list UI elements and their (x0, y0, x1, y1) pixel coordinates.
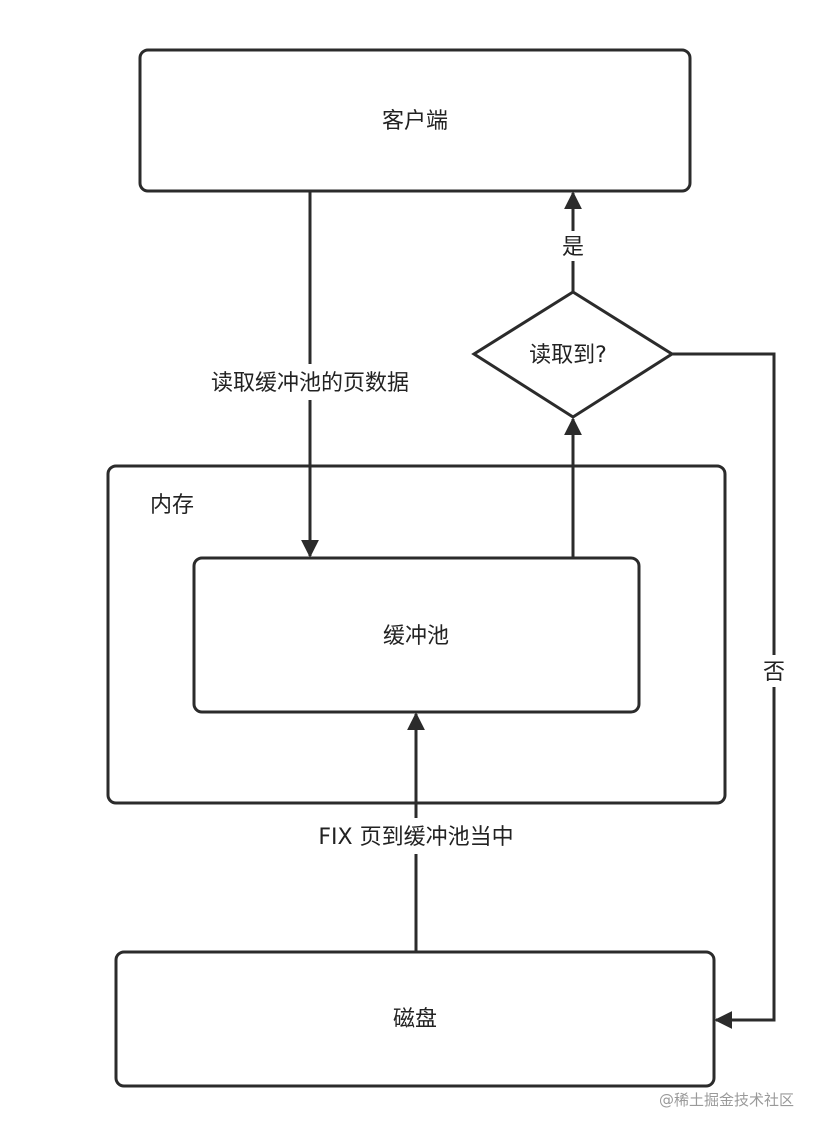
buffer-pool-node[interactable]: 缓冲池 (192, 556, 641, 714)
edge-disk-to-buffer-label: FIX 页到缓冲池当中 (318, 825, 513, 850)
edge-client-to-buffer: 读取缓冲池的页数据 (188, 191, 432, 558)
buffer-pool-label: 缓冲池 (383, 624, 449, 649)
edge-decision-no-label: 否 (763, 660, 785, 685)
edge-decision-no: 否 (672, 352, 789, 1029)
buffer-pool-box (192, 556, 641, 714)
client-label: 客户端 (382, 109, 448, 134)
decision-diamond (471, 290, 675, 419)
edge-label-background (558, 231, 588, 261)
edge-decision-yes: 是 (558, 191, 588, 292)
edge-decision-yes-label: 是 (562, 235, 584, 260)
decision-label: 读取到? (529, 343, 607, 368)
memory-label: 内存 (150, 493, 194, 518)
edge-label-background (298, 818, 534, 854)
edge-label-background (759, 655, 789, 687)
client-box (138, 48, 692, 193)
edge-disk-to-buffer: FIX 页到缓冲池当中 (298, 712, 534, 952)
disk-label: 磁盘 (393, 1007, 437, 1032)
edge-client-to-buffer-label: 读取缓冲池的页数据 (211, 371, 409, 396)
watermark-text: @稀土掘金技术社区 (659, 1091, 794, 1109)
edge-label-background (188, 364, 432, 400)
client-node[interactable]: 客户端 (138, 48, 692, 193)
decision-node[interactable]: 读取到? (471, 290, 675, 419)
disk-node[interactable]: 磁盘 (114, 950, 716, 1088)
